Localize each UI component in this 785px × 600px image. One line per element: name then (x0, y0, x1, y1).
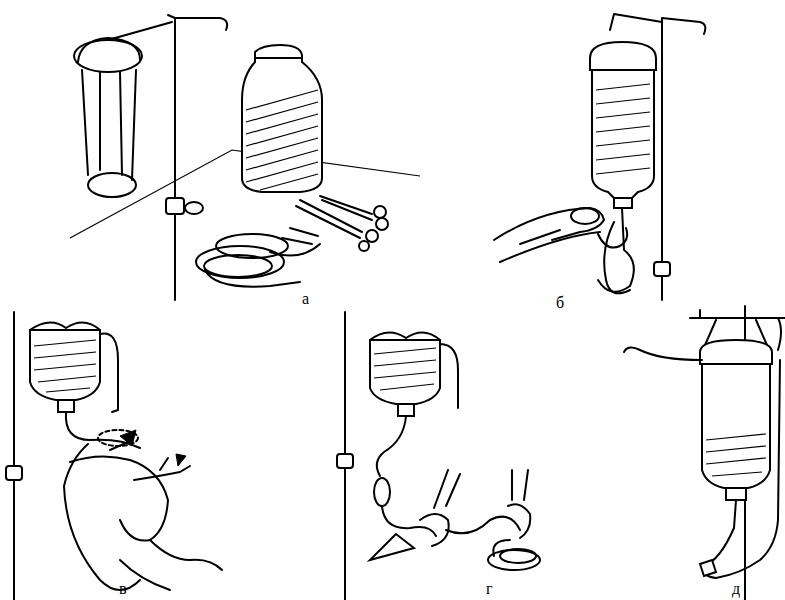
panel-v-drawing (6, 312, 222, 600)
panel-b-drawing (494, 14, 705, 300)
panel-d-drawing (624, 306, 785, 600)
panel-letter: д (732, 580, 740, 598)
panel-g-drawing (337, 312, 540, 600)
panel-letter: б (556, 294, 564, 312)
panel-letter: в (119, 580, 127, 598)
panel-a-drawing (70, 15, 420, 300)
panel-letter: г (486, 580, 493, 598)
panel-letter: а (302, 290, 309, 308)
